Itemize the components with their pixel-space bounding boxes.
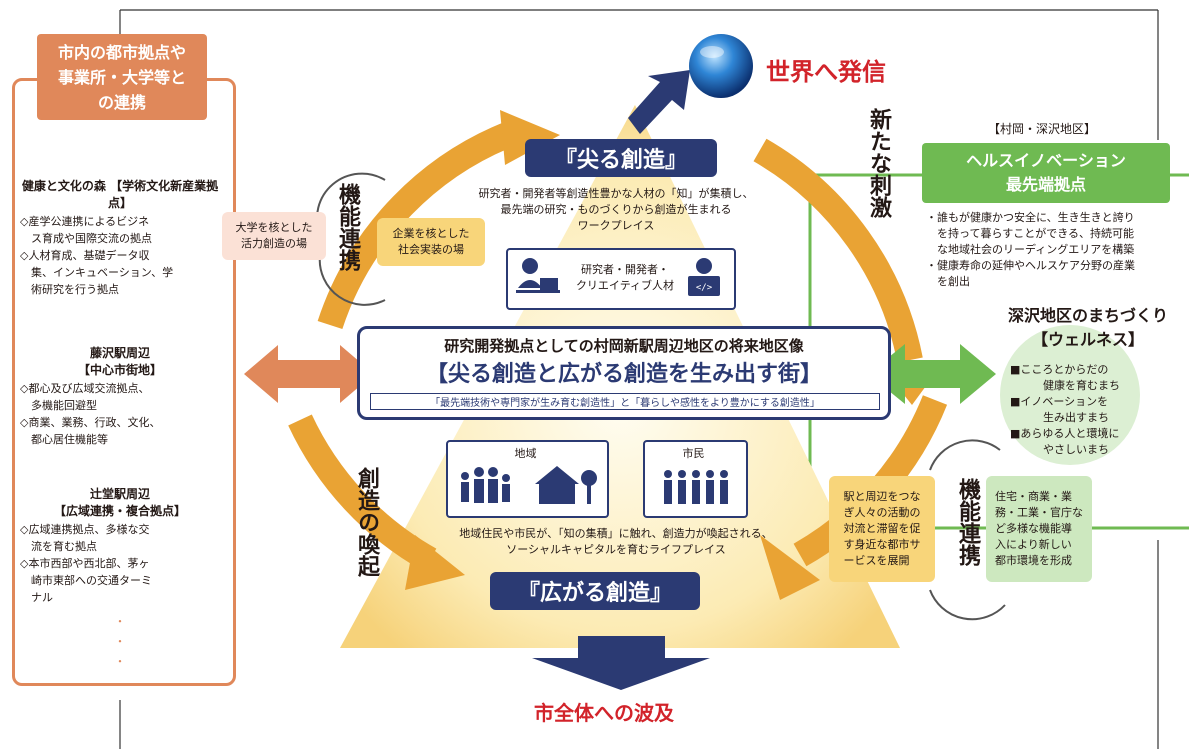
spreading-creation-desc: 地域住民や市民が、「知の集積」に触れ、創造力が喚起される、 ソーシャルキャピタル… xyxy=(459,527,773,556)
community-icon xyxy=(461,466,597,504)
center-vision-box xyxy=(357,326,891,420)
note-university: 大学を核とした 活力創造の場 xyxy=(222,212,326,260)
wellness-circle xyxy=(1000,325,1140,465)
vision-title: 【尖る創造と広がる創造を生み出す街】 xyxy=(425,362,822,387)
right-double-arrow xyxy=(868,344,996,404)
section-title-2: 藤沢駅周辺 【中心市街地】 xyxy=(77,346,162,377)
vision-caption: 「最先端技術や専門家が生み育む創造性」と「暮らしや感性をより豊かにする創造性」 xyxy=(370,393,880,410)
left-double-arrow xyxy=(244,345,374,403)
world-label: 世界へ発信 xyxy=(766,58,886,86)
right-cycle-vertical: 機能連携 xyxy=(955,478,980,566)
sharp-creation-label: 『尖る創造』 xyxy=(525,139,717,177)
community-label: 地域 xyxy=(514,447,537,460)
left-panel-header: 市内の都市拠点や 事業所・大学等と の連携 xyxy=(37,34,207,120)
city-wide-label: 市全体への波及 xyxy=(534,701,674,725)
frame-lines xyxy=(119,9,1159,749)
citizen-icon xyxy=(664,470,728,504)
new-stimulus-vertical: 新たな刺激 xyxy=(866,108,891,218)
note-station-services: 駅と周辺をつな ぎ人々の活動の 対流と滞留を促 す身近な都市サ ービスを展開 xyxy=(829,476,935,582)
arrow-city-wide xyxy=(532,636,710,690)
section-body-2: ◇都心及び広域交流拠点、 多機能回避型 ◇商業、業務、行政、文化、 都心居住機能… xyxy=(20,382,161,446)
left-panel xyxy=(12,78,236,686)
wellness-items: ■こころとからだの 健康を育むまち ■イノベーションを 生み出すまち ■あらゆる… xyxy=(1010,363,1120,456)
section-body-1: ◇産学公連携によるビジネ ス育成や国際交流の拠点 ◇人材育成、基礎データ収 集、… xyxy=(20,215,174,296)
creative-icon: </> xyxy=(688,258,720,296)
globe-icon xyxy=(689,34,753,98)
left-cycle-vertical: 機能連携 xyxy=(335,183,360,271)
note-enterprise: 企業を核とした 社会実装の場 xyxy=(377,218,485,266)
section-body-3: ◇広域連携拠点、多様な交 流を育む拠点 ◇本市西部や西北部、茅ヶ 崎市東部への交… xyxy=(20,523,152,604)
wellness-title: 深沢地区のまちづくり 【ウェルネス】 xyxy=(1007,306,1168,349)
section-title-3: 辻堂駅周辺 【広域連携・複合拠点】 xyxy=(53,487,186,518)
section-title-1: 健康と文化の森 【学術文化新産業拠点】 xyxy=(21,179,219,210)
area-label: 【村岡・深沢地区】 xyxy=(988,122,1097,136)
citizen-box xyxy=(643,440,748,518)
researcher-label: 研究者・開発者・ クリエイティブ人材 xyxy=(575,263,675,292)
svg-text:</>: </> xyxy=(696,283,713,293)
arrow-to-world xyxy=(628,70,690,134)
health-innovation-body: ・誰もが健康かつ安全に、生き生きと誇り を持って暮らすことができる、持続可能 な… xyxy=(926,211,1135,288)
left-lower-vertical: 創造の喚起 xyxy=(354,467,379,577)
vision-subtitle: 研究開発拠点としての村岡新駅周辺地区の将来地区像 xyxy=(444,337,804,355)
health-innovation-header: ヘルスイノベーション 最先端拠点 xyxy=(922,143,1170,203)
note-urban-functions: 住宅・商業・業 務・工業・官庁な ど多様な機能導 入により新しい 都市環境を形成 xyxy=(986,476,1092,582)
citizen-label: 市民 xyxy=(682,447,705,460)
researcher-icon xyxy=(516,258,560,293)
sharp-creation-desc: 研究者・開発者等創造性豊かな人材の「知」が集積し、 最先端の研究・ものづくりから… xyxy=(478,187,754,232)
continuation-dots: ・ ・ ・ xyxy=(114,615,126,668)
spreading-creation-label: 『広がる創造』 xyxy=(490,572,700,610)
